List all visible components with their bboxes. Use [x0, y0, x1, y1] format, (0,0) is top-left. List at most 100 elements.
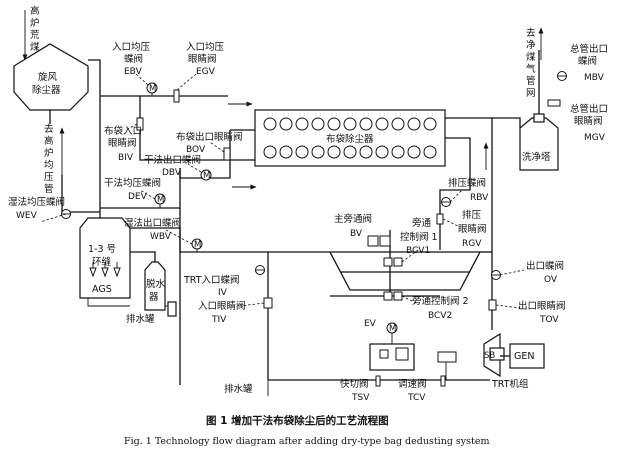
drain-tank-1: 排水罐 — [126, 301, 177, 325]
valve-tcv[interactable]: 调速阀 TCV — [398, 351, 457, 403]
bypass-trough — [329, 251, 481, 291]
wbv-code: WBV — [150, 232, 172, 242]
valve-wbv[interactable]: M 湿法出口蝶阀 WBV — [124, 217, 203, 252]
dev-motor-symbol: M — [157, 195, 164, 205]
clean-gas-char: 煤 — [526, 51, 536, 63]
wet-outlet-header — [179, 208, 330, 253]
figure-caption-cn: 图 1 增加干法布袋除尘后的工艺流程图 — [206, 414, 389, 427]
scrubber-tower: 洗净塔 — [519, 113, 559, 171]
valve-dev[interactable]: M 干法均压蝶阀 DEV — [104, 177, 166, 208]
bcv1-name: 旁通 — [412, 217, 432, 229]
ebv-name: 入口均压 — [112, 41, 151, 53]
bcv2-code: BCV2 — [428, 311, 452, 321]
dewatering-unit: 脱水 器 — [144, 261, 166, 311]
bov-code: BOV — [186, 145, 206, 155]
valve-ebv[interactable]: M 入口均压 蝶阀 EBV — [112, 41, 158, 96]
biv-name: 眼睛阀 — [108, 137, 137, 149]
bv-name: 主旁通阀 — [334, 213, 372, 225]
mgv-name: 总管出口 — [570, 103, 608, 115]
cyclone-outlet-pipe — [88, 59, 101, 212]
ov-name: 出口蝶阀 — [526, 260, 564, 272]
ags-drain — [87, 298, 130, 307]
filter-bags-row-bottom — [263, 145, 437, 159]
gen-label: GEN — [514, 351, 534, 362]
bf-gas-char: 炉 — [30, 17, 40, 29]
drain-tank-1-label: 排水罐 — [126, 313, 155, 325]
ev-code: EV — [364, 319, 377, 329]
valve-tiv[interactable]: 入口眼睛阀 TIV — [198, 297, 273, 325]
biv-code: BIV — [118, 153, 134, 163]
rbv-name: 排压蝶阀 — [448, 177, 486, 189]
mbv-name: 总管出口 — [570, 43, 608, 55]
dry-equalize-pipe — [100, 170, 181, 209]
drain-tank-2: 排水罐 — [224, 380, 269, 396]
valve-bv[interactable]: 主旁通阀 BV — [334, 213, 391, 247]
valve-egv[interactable]: 入口均压 眼睛阀 EGV — [173, 41, 225, 103]
clean-gas-char: 净 — [526, 39, 536, 51]
dbv-code: DBV — [162, 168, 182, 178]
equalize-char: 压 — [44, 172, 54, 183]
dbv-motor-symbol: M — [203, 171, 210, 181]
valve-iv[interactable]: TRT入口蝶阀 IV — [183, 265, 265, 299]
to-equalize-pipe: 去 高 炉 均 压 管 — [44, 123, 65, 195]
tov-code: TOV — [539, 315, 559, 325]
cyclone-label: 旋风 — [38, 71, 58, 83]
valve-ov[interactable]: 出口蝶阀 OV — [491, 260, 565, 285]
tov-name: 出口眼睛阀 — [518, 300, 566, 312]
tiv-code: TIV — [211, 315, 227, 325]
bag-filter-label: 布袋除尘器 — [326, 133, 374, 145]
rgv-code: RGV — [462, 239, 482, 249]
ov-code: OV — [544, 275, 558, 285]
valve-bcv2[interactable]: 旁通控制阀 2 BCV2 — [383, 291, 469, 321]
clean-gas-char: 去 — [526, 27, 536, 39]
equalize-char: 炉 — [44, 147, 54, 159]
wbv-motor-symbol: M — [194, 240, 201, 250]
egv-name: 入口均压 — [186, 41, 225, 53]
to-clean-gas-network: 去 净 煤 气 管 网 — [526, 27, 544, 99]
ags-to-dewater — [130, 251, 156, 262]
tiv-name: 入口眼睛阀 — [198, 300, 246, 312]
bf-gas-char: 煤 — [30, 41, 40, 53]
rbv-code: RBV — [470, 193, 489, 203]
egv-code: EGV — [196, 67, 216, 77]
bf-gas-char: 荒 — [30, 30, 40, 41]
equalize-header — [61, 175, 100, 213]
bcv1-name: 控制阀 1 — [400, 231, 438, 243]
iv-name: TRT入口蝶阀 — [183, 274, 240, 286]
valve-bcv1[interactable]: 旁通 控制阀 1 BCV1 — [383, 217, 438, 267]
dbv-name: 干法出口蝶阀 — [144, 154, 201, 166]
ebv-name: 蝶阀 — [124, 53, 143, 65]
valve-tov[interactable]: 出口眼睛阀 TOV — [488, 299, 566, 325]
figure-caption-en: Fig. 1 Technology flow diagram after add… — [124, 436, 489, 447]
bag-dust-collector: 布袋除尘器 — [254, 109, 446, 167]
valve-bov[interactable]: 布袋出口眼睛阀 BOV — [176, 131, 243, 161]
valve-ev[interactable]: M EV — [364, 319, 398, 344]
ags-ring-label: 1-3 号 — [88, 244, 116, 255]
ags-ring-label: 环缝 — [92, 256, 112, 268]
cyclone-label: 除尘器 — [32, 84, 61, 96]
bcv1-code: BCV1 — [406, 246, 430, 256]
ebv-motor-symbol: M — [149, 84, 156, 94]
valve-mgv[interactable]: 总管出口 眼睛阀 MGV — [547, 99, 608, 143]
equalize-char: 高 — [44, 135, 54, 147]
clean-gas-char: 网 — [526, 88, 536, 99]
valve-mbv[interactable]: 总管出口 蝶阀 MBV — [557, 43, 609, 83]
valve-biv[interactable]: 布袋入口 眼睛阀 BIV — [104, 117, 144, 163]
sb-label: SB — [484, 351, 495, 361]
tcv-code: TCV — [407, 393, 426, 403]
tcv-name: 调速阀 — [398, 378, 427, 390]
to-scrubber — [492, 117, 521, 128]
equalize-char: 均 — [44, 159, 54, 171]
valve-rbv[interactable]: 排压蝶阀 RBV — [441, 177, 490, 207]
cyclone-dust-collector: 旋风 除尘器 — [13, 43, 89, 124]
valve-wev[interactable]: 湿法均压蝶阀 WEV — [8, 196, 71, 223]
iv-code: IV — [218, 288, 228, 298]
valve-dbv[interactable]: M 干法出口蝶阀 DBV — [144, 154, 212, 181]
valve-rgv[interactable]: 排压 眼睛阀 RGV — [436, 209, 487, 249]
dev-code: DEV — [128, 192, 148, 202]
mgv-name: 眼睛阀 — [574, 115, 603, 127]
equalize-char: 去 — [44, 123, 54, 135]
valve-tsv[interactable]: 快切阀 TSV — [340, 375, 381, 403]
